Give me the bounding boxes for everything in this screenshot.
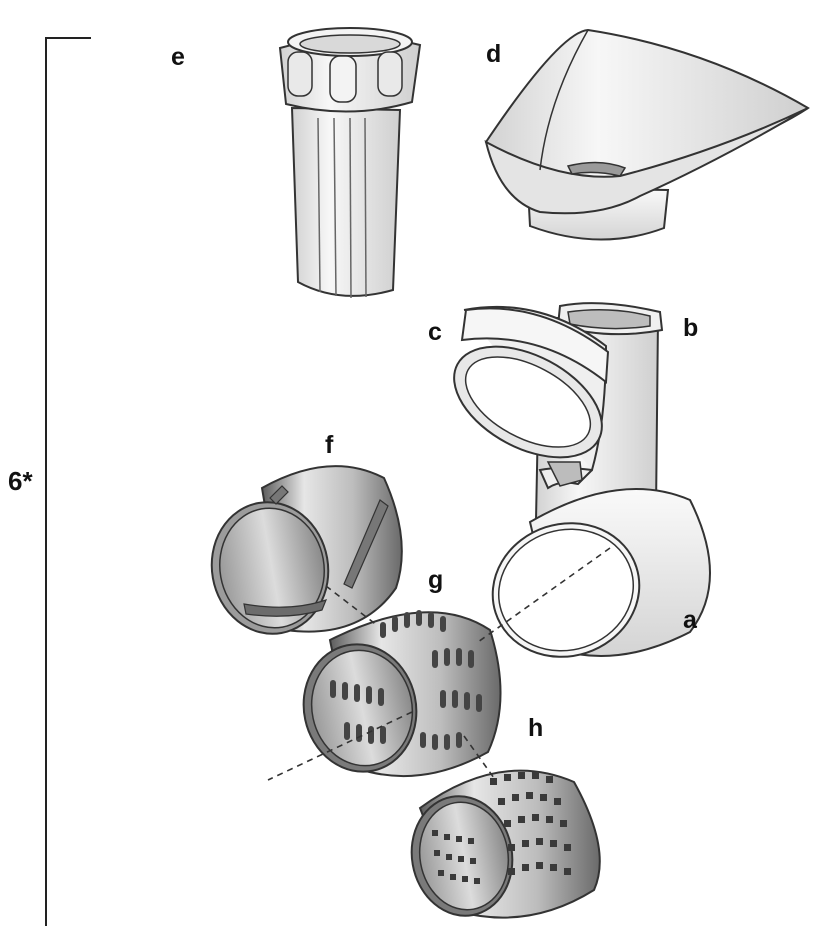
part-e-pusher <box>278 27 422 299</box>
label-part-f: f <box>325 431 334 459</box>
group-bracket <box>45 37 91 926</box>
label-part-c: c <box>428 318 442 346</box>
label-part-b: b <box>683 314 699 342</box>
part-f-slicing-drum <box>210 465 403 635</box>
label-part-a: a <box>683 606 697 634</box>
part-c-collar <box>453 305 610 490</box>
label-part-h: h <box>528 714 544 742</box>
group-label: 6* <box>8 466 33 496</box>
label-part-d: d <box>486 40 502 68</box>
part-d-hopper <box>484 28 810 241</box>
assembly-axis-lines <box>267 547 611 781</box>
part-h-fine-drum <box>410 769 601 919</box>
part-g-coarse-drum <box>302 610 502 777</box>
label-part-e: e <box>171 43 185 71</box>
label-part-g: g <box>428 566 444 594</box>
